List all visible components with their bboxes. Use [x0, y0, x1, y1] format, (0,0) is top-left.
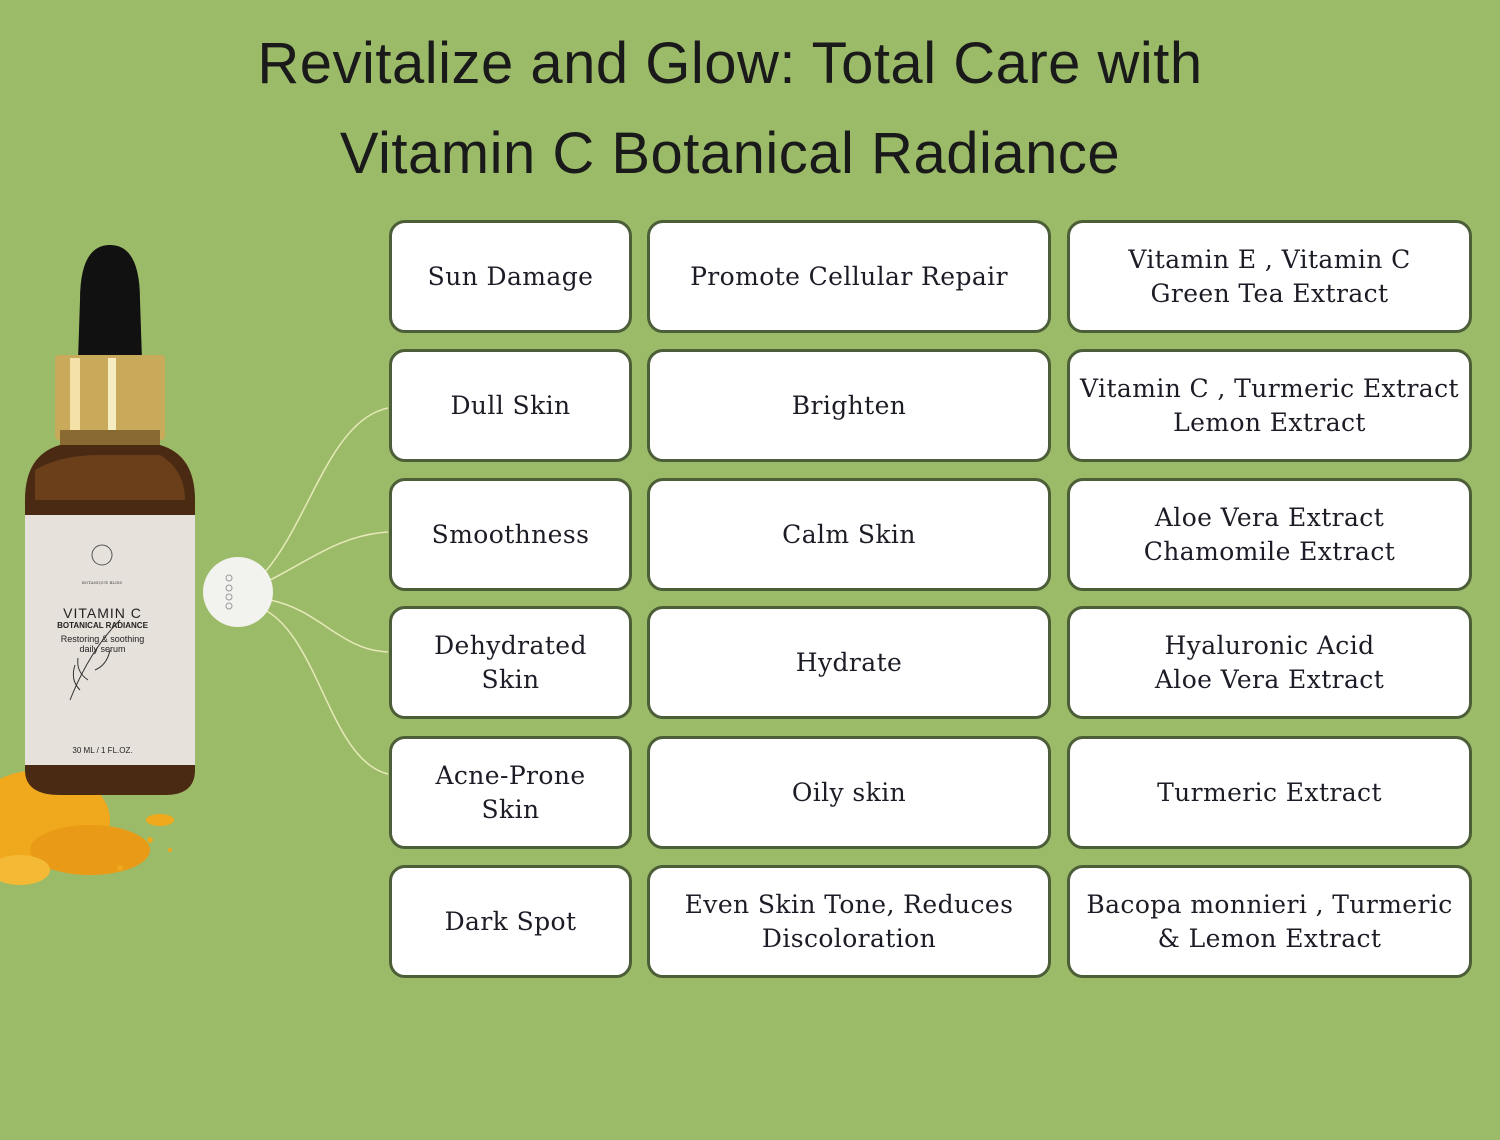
concern-cell: Smoothness	[389, 478, 632, 591]
turmeric-powder	[0, 770, 174, 885]
concern-cell: Acne-Prone Skin	[389, 736, 632, 849]
concern-cell: Dark Spot	[389, 865, 632, 978]
ingredients-cell: Hyaluronic Acid Aloe Vera Extract	[1067, 606, 1472, 719]
benefit-cell: Oily skin	[647, 736, 1051, 849]
serum-bottle	[25, 245, 195, 795]
benefit-cell: Promote Cellular Repair	[647, 220, 1051, 333]
ingredients-cell: Turmeric Extract	[1067, 736, 1472, 849]
bottle-label: VITAMIN C BOTANICAL RADIANCE Restoring &…	[25, 605, 180, 654]
product-subtitle: BOTANICAL RADIANCE	[57, 621, 148, 630]
ingredients-cell: Vitamin E , Vitamin C Green Tea Extract	[1067, 220, 1472, 333]
ingredients-cell: Vitamin C , Turmeric Extract Lemon Extra…	[1067, 349, 1472, 462]
ingredients-cell: Bacopa monnieri , Turmeric & Lemon Extra…	[1067, 865, 1472, 978]
product-tagline-2: daily serum	[79, 644, 126, 654]
ingredients-cell: Aloe Vera Extract Chamomile Extract	[1067, 478, 1472, 591]
title-line-1: Revitalize and Glow: Total Care with	[257, 31, 1203, 96]
benefit-cell: Calm Skin	[647, 478, 1051, 591]
title-line-2: Vitamin C Botanical Radiance	[339, 121, 1121, 186]
brand-logo-text: BOTANIQUE BLISS	[81, 580, 123, 585]
product-tagline-1: Restoring & soothing	[60, 634, 145, 644]
concern-cell: Dull Skin	[389, 349, 632, 462]
connector-hub	[203, 557, 273, 627]
benefit-cell: Brighten	[647, 349, 1051, 462]
benefit-cell: Hydrate	[647, 606, 1051, 719]
concern-cell: Sun Damage	[389, 220, 632, 333]
product-volume: 30 ML / 1 FL.OZ.	[72, 746, 133, 755]
product-name: VITAMIN C	[63, 605, 142, 621]
concern-cell: Dehydrated Skin	[389, 606, 632, 719]
benefit-cell: Even Skin Tone, Reduces Discoloration	[647, 865, 1051, 978]
